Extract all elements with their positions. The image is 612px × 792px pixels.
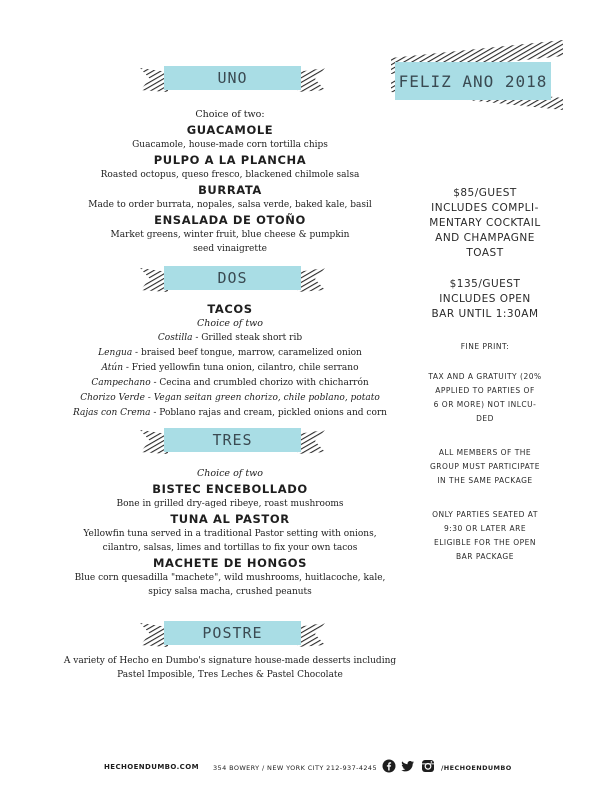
fine-print-tax: TAX AND A GRATUITY (20% APPLIED TO PARTI… <box>410 370 560 426</box>
taco-name: Campechano <box>91 378 151 388</box>
price-line: BAR UNTIL 1:30AM <box>431 308 539 320</box>
menu-item: MACHETE DE HONGOS Blue corn quesadilla "… <box>60 556 400 599</box>
instagram-icon[interactable] <box>421 759 435 773</box>
package-open-bar: $135/GUEST INCLUDES OPEN BAR UNTIL 1:30A… <box>410 277 560 322</box>
dish-description: cilantro, salsas, limes and tortillas to… <box>102 543 358 553</box>
dish-name: ENSALADA DE OTOÑO <box>154 213 306 227</box>
section-uno: Choice of two: GUACAMOLE Guacamole, hous… <box>60 108 400 256</box>
dessert-description: Pastel Imposible, Tres Leches & Pastel C… <box>117 670 343 680</box>
section-title-dos: DOS <box>217 269 248 287</box>
dish-name: TACOS <box>207 302 253 316</box>
dish-name: BURRATA <box>198 183 262 197</box>
header-ribbon-graphic <box>391 40 563 110</box>
price-line: AND CHAMPAGNE <box>435 232 535 244</box>
fine-print-line: BAR PACKAGE <box>456 552 514 561</box>
fine-print-line: TAX AND A GRATUITY (20% <box>428 372 542 381</box>
section-title-postre: POSTRE <box>202 624 263 642</box>
section-banner-dos: DOS <box>140 264 325 294</box>
section-title-uno: UNO <box>217 69 248 87</box>
taco-item: Costilla - Grilled steak short rib <box>60 331 400 346</box>
taco-description: - Poblano rajas and cream, pickled onion… <box>150 408 387 418</box>
taco-name: Lengua <box>98 348 133 358</box>
choice-note: Choice of two <box>196 318 264 329</box>
section-banner-postre: POSTRE <box>140 619 325 649</box>
dish-name: PULPO A LA PLANCHA <box>153 153 307 167</box>
taco-item: Campechano - Cecina and crumbled chorizo… <box>60 376 400 391</box>
dish-description: Roasted octopus, queso fresco, blackened… <box>100 170 360 180</box>
section-tres: Choice of two BISTEC ENCEBOLLADO Bone in… <box>60 467 400 599</box>
ribbon-graphic <box>140 621 325 647</box>
taco-item: Lengua - braised beef tongue, marrow, ca… <box>60 346 400 361</box>
price-line: MENTARY COCKTAIL <box>429 217 541 229</box>
fine-print-line: 9:30 OR LATER ARE <box>443 524 527 533</box>
social-handle[interactable]: /HECHOENDUMBO <box>441 764 512 772</box>
section-postre: A variety of Hecho en Dumbo's signature … <box>40 654 420 682</box>
fine-print-label: FINE PRINT: <box>460 342 510 351</box>
taco-description: - Fried yellowfin tuna onion, cilantro, … <box>123 363 359 373</box>
menu-item: TUNA AL PASTOR Yellowfin tuna served in … <box>60 512 400 555</box>
facebook-icon[interactable] <box>382 759 396 773</box>
twitter-icon[interactable] <box>401 759 415 773</box>
dessert-description: A variety of Hecho en Dumbo's signature … <box>63 656 397 666</box>
dish-name: TUNA AL PASTOR <box>170 512 290 526</box>
section-banner-uno: UNO <box>140 64 325 94</box>
fine-print-line: GROUP MUST PARTICIPATE <box>429 462 540 471</box>
choice-note: Choice of two: <box>195 109 265 120</box>
dish-description: Made to order burrata, nopales, salsa ve… <box>88 200 372 210</box>
ribbon-graphic <box>140 428 325 454</box>
price-line: $135/GUEST <box>449 278 521 290</box>
taco-item: Rajas con Crema - Poblano rajas and crea… <box>60 406 400 421</box>
taco-name: Atún <box>101 363 124 373</box>
dish-name: BISTEC ENCEBOLLADO <box>152 482 308 496</box>
fine-print-line: IN THE SAME PACKAGE <box>437 476 533 485</box>
price-line: TOAST <box>466 247 504 259</box>
fine-print-seating: ONLY PARTIES SEATED AT 9:30 OR LATER ARE… <box>410 508 560 564</box>
footer: HECHOENDUMBO.COM 354 BOWERY / NEW YORK C… <box>0 758 612 778</box>
ribbon-graphic <box>140 266 325 292</box>
dish-name: GUACAMOLE <box>186 123 274 137</box>
header-title: FELIZ ANO 2018 <box>398 71 548 91</box>
choice-note: Choice of two <box>196 468 264 479</box>
dish-description: Yellowfin tuna served in a traditional P… <box>83 529 377 539</box>
fine-print-participation: ALL MEMBERS OF THE GROUP MUST PARTICIPAT… <box>410 446 560 488</box>
website-link[interactable]: HECHOENDUMBO.COM <box>104 763 199 771</box>
fine-print-line: ELIGIBLE FOR THE OPEN <box>433 538 537 547</box>
fine-print-line: 6 OR MORE) NOT INLCU- <box>433 400 537 409</box>
taco-name: Chorizo Verde - Vegan seitan green chori… <box>80 393 380 403</box>
taco-item: Atún - Fried yellowfin tuna onion, cilan… <box>60 361 400 376</box>
ribbon-graphic <box>140 66 325 92</box>
taco-description: - Cecina and crumbled chorizo with chich… <box>150 378 369 388</box>
package-standard: $85/GUEST INCLUDES COMPLI- MENTARY COCKT… <box>410 186 560 261</box>
taco-name: Costilla <box>157 333 193 343</box>
section-banner-tres: TRES <box>140 426 325 456</box>
fine-print-line: APPLIED TO PARTIES OF <box>435 386 535 395</box>
price-line: INCLUDES COMPLI- <box>431 202 539 214</box>
dish-description: Guacamole, house-made corn tortilla chip… <box>132 140 328 150</box>
section-dos: TACOS Choice of two Costilla - Grilled s… <box>60 301 400 421</box>
fine-print-line: DED <box>476 414 494 423</box>
fine-print-line: ONLY PARTIES SEATED AT <box>432 510 538 519</box>
menu-item: ENSALADA DE OTOÑO Market greens, winter … <box>60 213 400 256</box>
dish-description: Blue corn quesadilla "machete", wild mus… <box>74 573 386 583</box>
price-line: INCLUDES OPEN <box>439 293 531 305</box>
section-title-tres: TRES <box>212 431 253 449</box>
taco-name: Rajas con Crema <box>73 408 151 418</box>
price-line: $85/GUEST <box>453 187 517 199</box>
dish-description: spicy salsa macha, crushed peanuts <box>148 587 312 597</box>
menu-item: PULPO A LA PLANCHA Roasted octopus, ques… <box>60 153 400 182</box>
header-banner: FELIZ ANO 2018 <box>385 40 570 110</box>
dish-description: seed vinaigrette <box>193 244 267 254</box>
pricing-column: $85/GUEST INCLUDES COMPLI- MENTARY COCKT… <box>410 186 560 564</box>
dish-description: Bone in grilled dry-aged ribeye, roast m… <box>116 499 344 509</box>
fine-print-line: ALL MEMBERS OF THE <box>438 448 532 457</box>
dish-description: Market greens, winter fruit, blue cheese… <box>110 230 350 240</box>
menu-item: GUACAMOLE Guacamole, house-made corn tor… <box>60 123 400 152</box>
taco-description: - Grilled steak short rib <box>192 333 303 343</box>
menu-item: BURRATA Made to order burrata, nopales, … <box>60 183 400 212</box>
menu-item: BISTEC ENCEBOLLADO Bone in grilled dry-a… <box>60 482 400 511</box>
taco-description: - braised beef tongue, marrow, carameliz… <box>132 348 362 358</box>
address: 354 BOWERY / NEW YORK CITY 212-937-4245 <box>213 764 378 772</box>
dish-name: MACHETE DE HONGOS <box>152 556 308 570</box>
taco-item: Chorizo Verde - Vegan seitan green chori… <box>60 391 400 406</box>
